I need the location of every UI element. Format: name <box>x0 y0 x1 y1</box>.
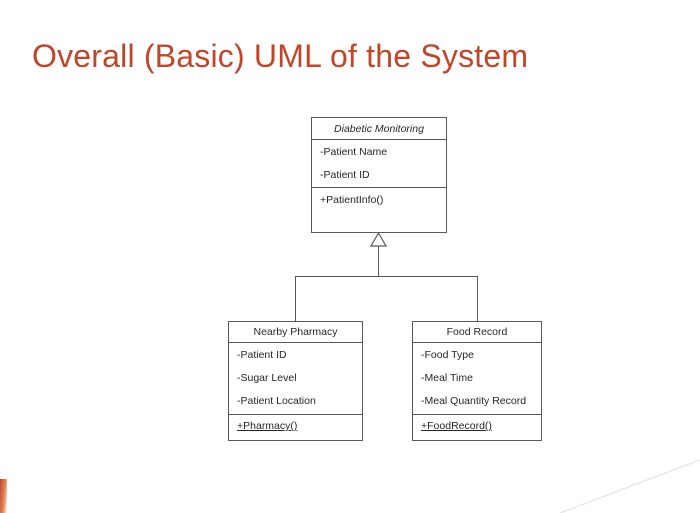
uml-operation: +PatientInfo() <box>320 194 384 206</box>
uml-class-name-nearby-pharmacy: Nearby Pharmacy <box>229 322 362 343</box>
page-title: Overall (Basic) UML of the System <box>32 38 529 74</box>
connector-stem <box>378 246 379 277</box>
uml-class-diabetic-monitoring[interactable]: Diabetic Monitoring -Patient Name -Patie… <box>311 117 447 233</box>
uml-attributes-diabetic-monitoring: -Patient Name -Patient ID <box>312 140 446 188</box>
uml-class-food-record[interactable]: Food Record -Food Type -Meal Time -Meal … <box>412 321 542 441</box>
uml-attribute: -Food Type <box>421 349 474 361</box>
uml-attribute: -Patient Name <box>320 146 388 158</box>
generalization-arrow-icon <box>370 232 387 247</box>
uml-attribute: -Meal Time <box>421 372 473 384</box>
uml-attributes-nearby-pharmacy: -Patient ID -Sugar Level -Patient Locati… <box>229 343 362 415</box>
uml-attribute: -Patient ID <box>320 169 370 181</box>
uml-operations-nearby-pharmacy: +Pharmacy() <box>229 415 362 440</box>
uml-attribute: -Patient Location <box>237 395 316 407</box>
connector-right-drop <box>477 276 478 322</box>
uml-operation: +FoodRecord() <box>421 420 492 432</box>
uml-class-name-food-record: Food Record <box>413 322 541 343</box>
uml-class-name-diabetic-monitoring: Diabetic Monitoring <box>312 118 446 140</box>
uml-operations-food-record: +FoodRecord() <box>413 415 541 440</box>
uml-operations-diabetic-monitoring: +PatientInfo() <box>312 188 446 232</box>
uml-operation: +Pharmacy() <box>237 420 298 432</box>
uml-attribute: -Meal Quantity Record <box>421 395 527 407</box>
connector-left-drop <box>295 276 296 322</box>
uml-attribute: -Patient ID <box>237 349 287 361</box>
uml-class-nearby-pharmacy[interactable]: Nearby Pharmacy -Patient ID -Sugar Level… <box>228 321 363 441</box>
connector-horizontal-bar <box>295 276 478 277</box>
uml-attribute: -Sugar Level <box>237 372 297 384</box>
corner-accent-decoration <box>0 479 7 513</box>
uml-attributes-food-record: -Food Type -Meal Time -Meal Quantity Rec… <box>413 343 541 415</box>
